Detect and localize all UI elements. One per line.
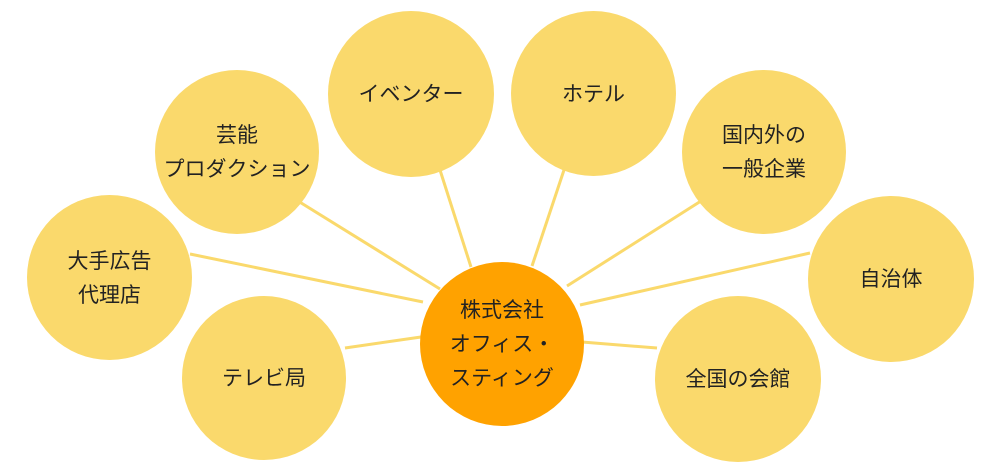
node-label: 芸能 プロダクション [163, 123, 311, 181]
connector-line-tv [344, 335, 422, 350]
node-local-government: 自治体 [808, 196, 974, 362]
node-center-company: 株式会社 オフィス・ スティング [420, 262, 584, 426]
node-domestic-international-companies: 国内外の 一般企業 [682, 70, 846, 234]
center-label: 株式会社 オフィス・ スティング [449, 298, 555, 390]
node-tv-station: テレビ局 [182, 296, 346, 460]
connector-line-jichi [579, 251, 811, 307]
connector-line-event [438, 169, 473, 268]
connector-line-geino [297, 199, 441, 291]
node-geino-production: 芸能 プロダクション [155, 70, 319, 234]
connector-line-kigyo [566, 199, 702, 288]
node-label: テレビ局 [222, 366, 306, 390]
node-label: 全国の会館 [685, 367, 791, 391]
node-eventer: イベンター [328, 11, 494, 177]
node-ad-agency: 大手広告 代理店 [27, 195, 192, 360]
node-national-halls: 全国の会館 [655, 296, 821, 462]
node-label: 自治体 [859, 267, 923, 291]
node-label: 国内外の 一般企業 [722, 123, 806, 181]
connector-line-kaikan [581, 340, 658, 350]
node-label: ホテル [562, 81, 625, 106]
node-hotel: ホテル [511, 11, 676, 176]
node-label: イベンター [358, 82, 464, 106]
node-label: 大手広告 代理店 [67, 248, 152, 307]
connector-line-hotel [530, 169, 566, 267]
connector-line-koukoku [189, 252, 424, 304]
